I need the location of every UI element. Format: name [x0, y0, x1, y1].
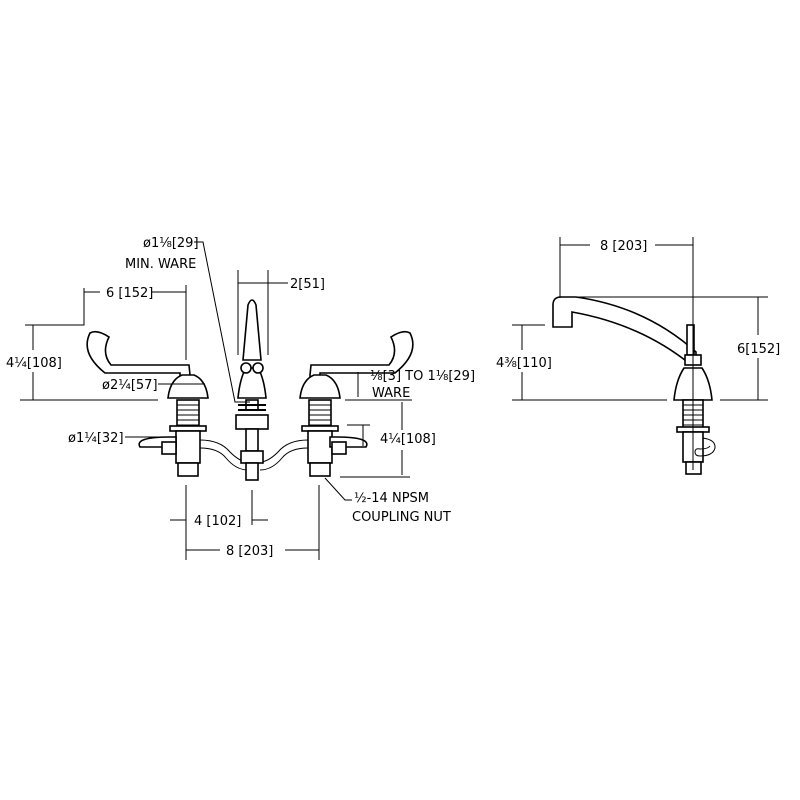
center-to-center-dim: 8 [203]: [226, 544, 273, 559]
handle-height-dim: 4¼[108]: [6, 356, 62, 371]
spout-hole-dim: ø1⅛[29]: [143, 236, 199, 251]
spout-width-dim: 2[51]: [290, 277, 325, 292]
coupling-nut-label: COUPLING NUT: [352, 510, 451, 525]
dimension-lines: [25, 241, 412, 560]
side-spout: [552, 296, 697, 365]
shank-dia-dim: ø1¼[32]: [68, 431, 124, 446]
right-handle-valve: [299, 330, 414, 477]
escutcheon-dia-dim: ø2¼[57]: [102, 378, 158, 393]
center-spout: [235, 299, 269, 481]
ware-label: WARE: [372, 386, 410, 401]
center-to-spout-dim: 4 [102]: [194, 514, 241, 529]
ware-range-dim: ⅛[3] TO 1⅛[29]: [370, 369, 475, 384]
side-spout-clearance-dim: 4⅜[110]: [496, 356, 552, 371]
coupling-thread-label: ½-14 NPSM: [354, 491, 429, 506]
side-spout-height-dim: 6[152]: [737, 342, 780, 357]
min-ware-label: MIN. WARE: [125, 257, 196, 272]
side-view: 8 [203] 6[152] 4⅜[110]: [496, 237, 780, 475]
handle-reach-dim: 6 [152]: [106, 286, 153, 301]
side-spout-reach-dim: 8 [203]: [600, 239, 647, 254]
shank-length-dim: 4¼[108]: [380, 432, 436, 447]
left-handle-valve: [86, 330, 209, 477]
front-view: ø1⅛[29] MIN. WARE 2[51] 6 [152] 4¼[108] …: [6, 236, 475, 560]
